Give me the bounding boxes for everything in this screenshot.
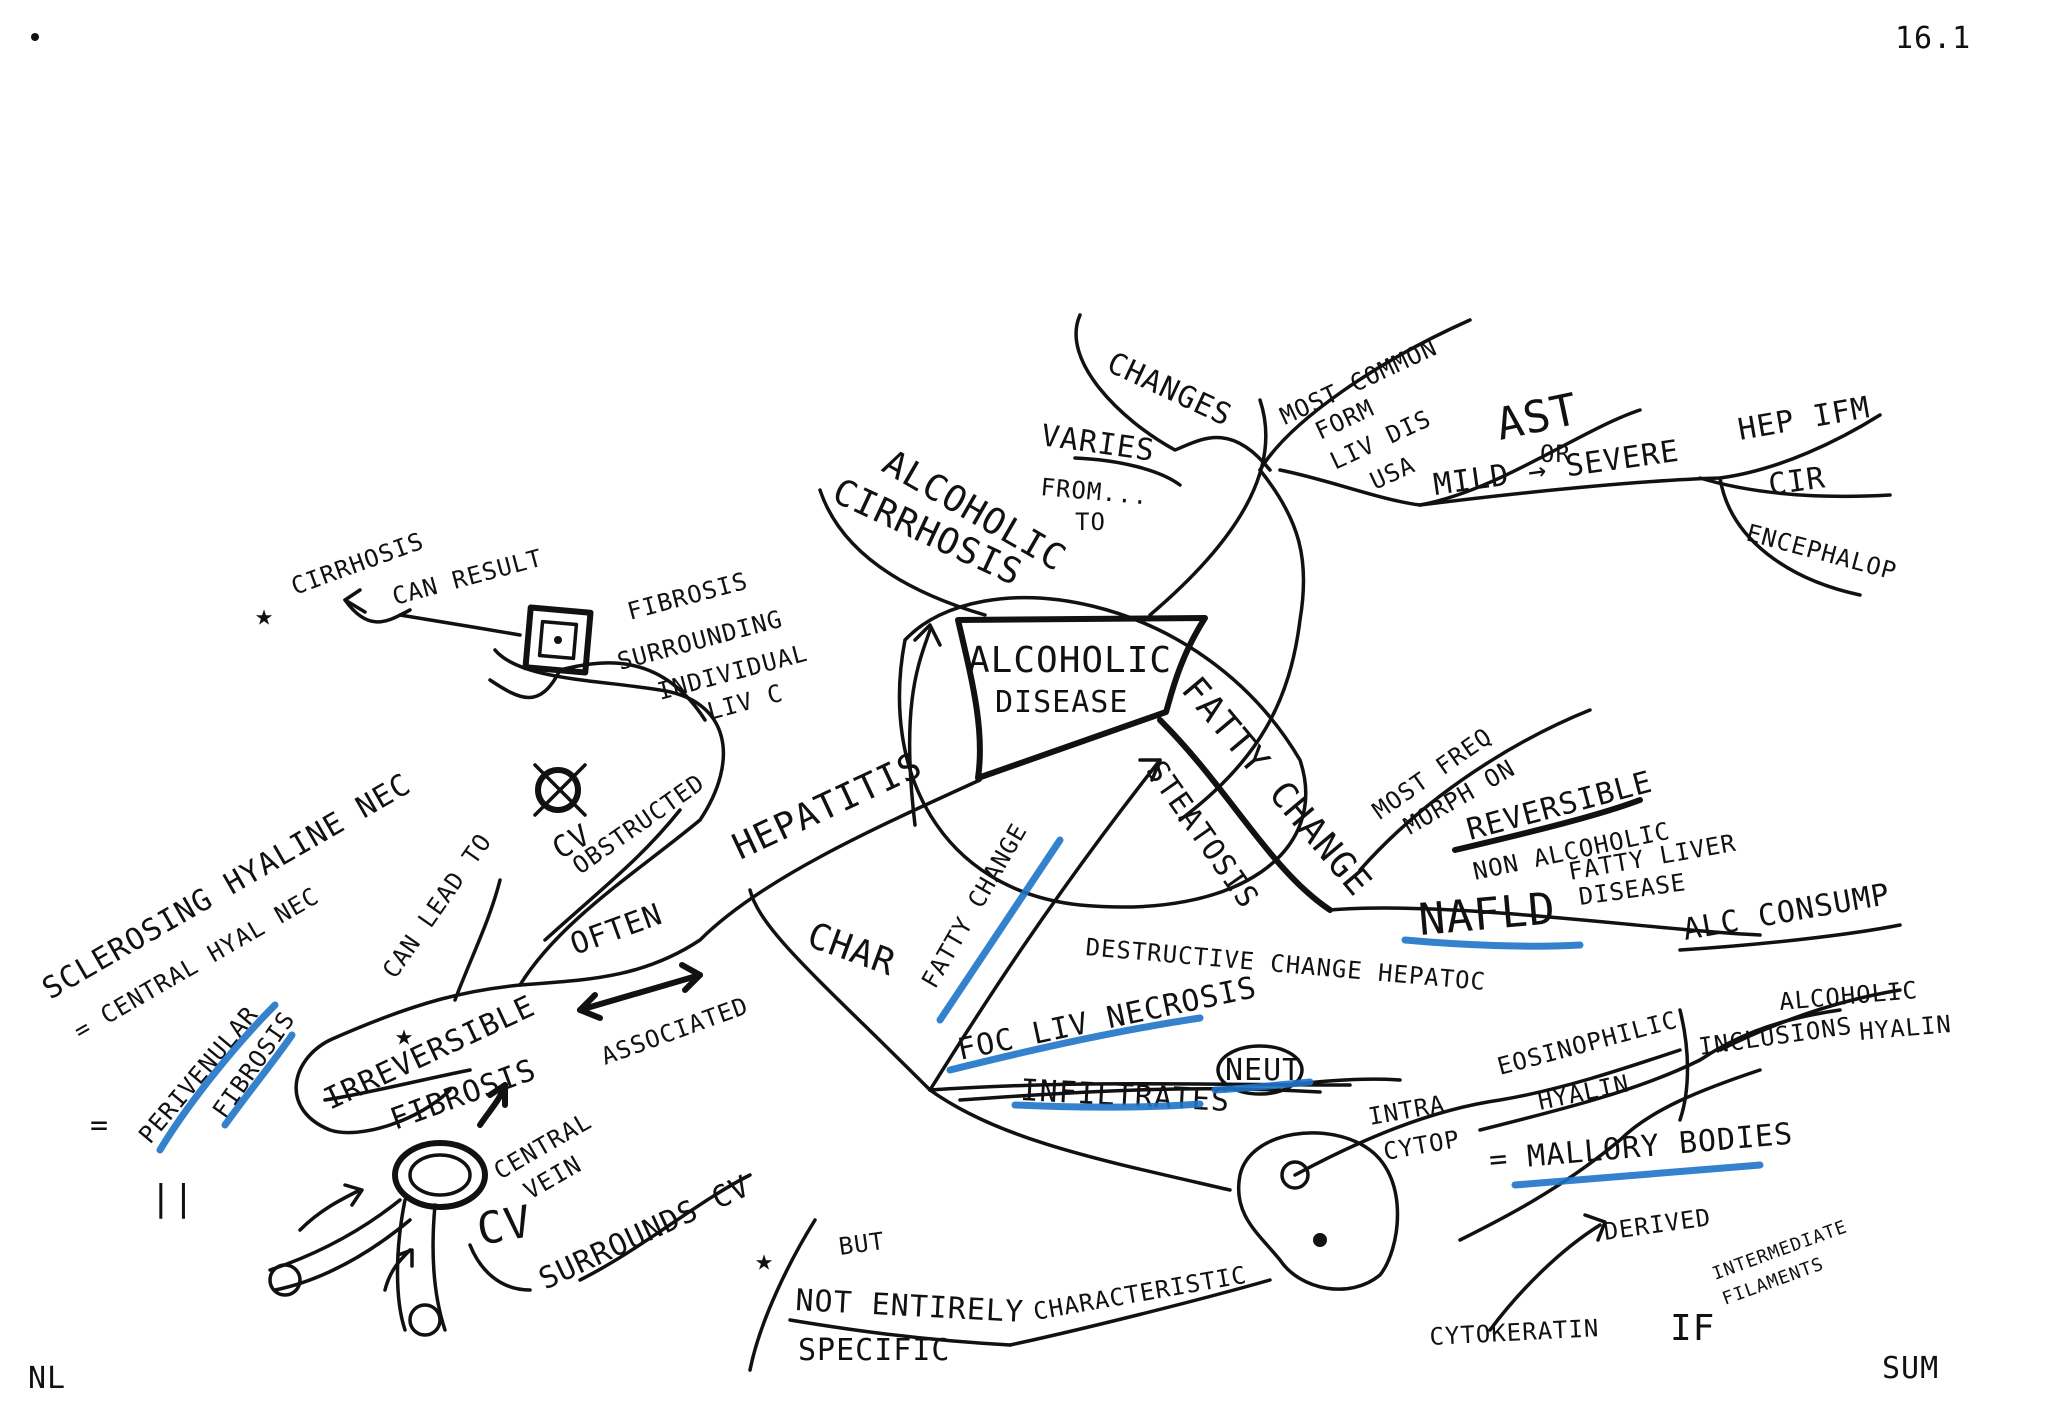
can-lead-to-label: CAN LEAD TO xyxy=(377,828,497,983)
infiltrates-underline xyxy=(1011,1100,1204,1111)
or-label: OR xyxy=(1540,440,1571,468)
corner-right-label: SUM xyxy=(1882,1351,1939,1386)
corner-dot xyxy=(31,33,39,41)
but-label: BUT xyxy=(837,1227,887,1261)
inclusions-label: INCLUSIONS xyxy=(1697,1012,1854,1061)
central-label-2: DISEASE xyxy=(995,685,1128,720)
cv-label: CV xyxy=(473,1196,536,1256)
cell-vacuole xyxy=(1280,1160,1310,1190)
nafld-label: NAFLD xyxy=(1417,883,1558,946)
infiltrates-label: INFILTRATES xyxy=(1020,1073,1231,1119)
char-label: CHAR xyxy=(802,915,901,985)
hyalin-label: HYALIN xyxy=(1535,1069,1631,1116)
equals-1: = xyxy=(90,1108,109,1143)
varies-3: TO xyxy=(1075,508,1106,536)
varies-2: FROM... xyxy=(1039,473,1149,510)
star-bottom: ★ xyxy=(755,1243,774,1278)
fatty-change-branch: FATTY CHANGE STEATOSIS MOST FREQ MORPH O… xyxy=(1138,669,1902,952)
cell-outline xyxy=(1236,1131,1400,1291)
foc-liv-necrosis-underline xyxy=(946,1014,1204,1074)
central-box xyxy=(955,615,1208,781)
fibrosis-blue-underline xyxy=(221,1031,296,1129)
associated-arrow xyxy=(577,972,703,1013)
cv-obstructed-icon xyxy=(535,767,581,813)
sclerosing-label: SCLEROSING HYALINE NEC xyxy=(37,767,418,1007)
alcoholic-hyalin-2: HYALIN xyxy=(1858,1010,1953,1046)
hep-ifm-label: HEP IFM xyxy=(1735,390,1872,448)
star-irreversible: ★ xyxy=(395,1018,414,1053)
cell-nucleus xyxy=(1313,1233,1327,1247)
star-cirrhosis: ★ xyxy=(255,598,274,633)
not-specific-branch: BUT NOT ENTIRELY SPECIFIC CHARACTERISTIC… xyxy=(748,1218,1272,1372)
nafld-underline xyxy=(1401,936,1584,950)
fibrosis-cell-icon xyxy=(522,604,594,676)
central-vein-icon xyxy=(392,1140,488,1210)
neut-underline xyxy=(1211,1078,1314,1094)
cytokeratin-label: CYTOKERATIN xyxy=(1429,1314,1600,1351)
cell-branch: INTRA CYTOP EOSINOPHILIC HYALIN INCLUSIO… xyxy=(1236,976,1953,1351)
vein-bottom-icon xyxy=(408,1303,442,1337)
alc-consump-label: ALC CONSUMP xyxy=(1680,877,1893,948)
mallory-underline xyxy=(1511,1161,1764,1189)
parallel-mark: || xyxy=(150,1178,195,1219)
fibrosis-cell-nucleus xyxy=(554,636,562,644)
alcoholic-hyalin-1: ALCOHOLIC xyxy=(1778,976,1919,1016)
left-notes: SCLEROSING HYALINE NEC = CENTRAL HYAL NE… xyxy=(37,767,418,1219)
perivenular-underline xyxy=(156,1001,279,1154)
associated-label: ASSOCIATED xyxy=(597,991,752,1070)
central-label-1: ALCOHOLIC xyxy=(968,640,1172,681)
central-vein-branch: CENTRAL VEIN CV SURROUNDS CV xyxy=(268,1082,756,1337)
eosinophilic-label: EOSINOPHILIC xyxy=(1494,1006,1680,1081)
cirrhosis-branch: ALCOHOLIC CIRRHOSIS xyxy=(818,442,1073,617)
foc-liv-necrosis-label: FOC LIV NECROSIS xyxy=(954,970,1260,1068)
changes-label: CHANGES xyxy=(1102,346,1238,434)
derived-label: DERIVED xyxy=(1602,1203,1713,1246)
sinusoid-end-icon xyxy=(268,1263,302,1297)
central-node: ALCOHOLIC DISEASE xyxy=(897,595,1308,909)
cir-label: CIR xyxy=(1766,460,1828,503)
page-number: 16.1 xyxy=(1895,21,1971,56)
cv-obstruct-2: OBSTRUCTED xyxy=(567,768,710,880)
fatty-change-diag-underline xyxy=(936,836,1064,1024)
if-label: IF xyxy=(1670,1308,1715,1349)
neut-circle xyxy=(1216,1044,1304,1096)
surrounds-cv-label: SURROUNDS CV xyxy=(534,1169,756,1297)
not-entirely-label: NOT ENTIRELY xyxy=(795,1283,1025,1330)
hepatitis-label: HEPATITIS xyxy=(726,745,928,868)
cytop-label: CYTOP xyxy=(1381,1125,1462,1166)
specific-label: SPECIFIC xyxy=(798,1333,951,1368)
corner-left-label: NL xyxy=(28,1361,66,1396)
